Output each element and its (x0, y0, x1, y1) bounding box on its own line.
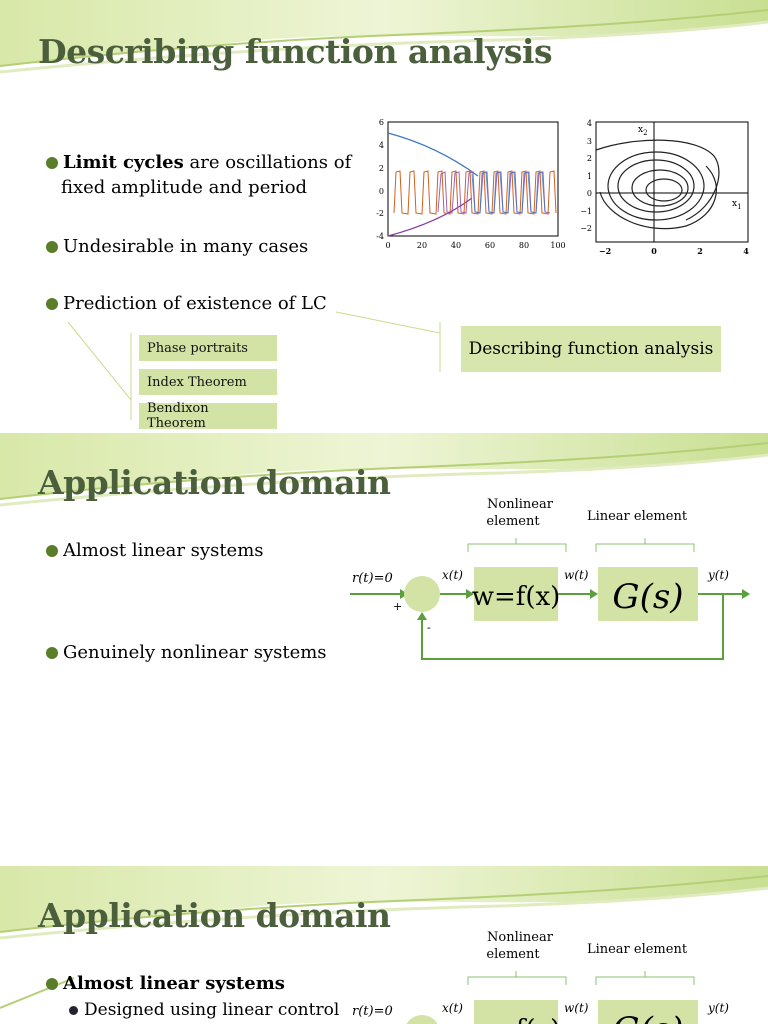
svg-text:-4: -4 (376, 232, 384, 241)
y-axis-label: x2 (638, 125, 648, 137)
bullet-almost-linear: Almost linear systems (46, 971, 285, 996)
linear-block (598, 567, 698, 621)
svg-text:x(t): x(t) (442, 568, 463, 582)
decorative-swoosh (0, 866, 768, 940)
svg-text:−1: −1 (580, 207, 592, 216)
method-phase-portraits: Phase portraits (139, 335, 277, 361)
svg-text:4: 4 (743, 246, 749, 256)
bullet-text-line2: fixed amplitude and period (61, 177, 308, 198)
x-tick-labels: 0 20 40 60 80 100 (385, 241, 565, 250)
phase-portrait-plot: 4 3 2 1 0 −1 −2 −2 0 2 4 x1 x2 (580, 119, 749, 256)
nonlinear-label-2: element (486, 514, 540, 529)
svg-text:G(s): G(s) (612, 577, 683, 617)
nonlinear-label: Nonlinear (487, 497, 554, 512)
svg-text:2: 2 (379, 164, 384, 173)
bullet-text: Almost linear systems (63, 540, 264, 561)
svg-text:80: 80 (519, 241, 529, 250)
bullet-undesirable: Undesirable in many cases (46, 234, 308, 259)
svg-text:100: 100 (550, 241, 565, 250)
svg-text:y(t): y(t) (707, 1001, 729, 1015)
bullet-text: Genuinely nonlinear systems (63, 642, 327, 663)
bullet-bold-text: Limit cycles (63, 152, 184, 173)
bullet-dot (46, 157, 58, 169)
x-tick-labels: −2 0 2 4 (599, 246, 749, 256)
svg-text:Linear element: Linear element (587, 942, 688, 957)
y-tick-labels: 6 4 2 0 -2 -4 (376, 118, 384, 241)
bullet-prediction: Prediction of existence of LC (46, 291, 327, 316)
slide-title: Describing function analysis (38, 32, 553, 71)
svg-text:20: 20 (417, 241, 427, 250)
bullet-text: are oscillations of (183, 152, 352, 173)
sub-bullet-text: Designed using linear control (84, 1000, 340, 1020)
bullet-text: Prediction of existence of LC (63, 293, 327, 314)
svg-text:w=f(x): w=f(x) (472, 1015, 561, 1024)
block-diagram: Nonlinear element Linear element r(t)=0 … (352, 930, 729, 1024)
slide-1: Describing function analysis Limit cycle… (0, 0, 768, 433)
describing-function-box: Describing function analysis (461, 326, 721, 372)
bullet-dot (46, 978, 58, 990)
svg-text:w(t): w(t) (564, 1001, 589, 1015)
time-response-plot: 6 4 2 0 -2 -4 0 20 40 60 80 100 (376, 118, 565, 250)
svg-text:w(t): w(t) (564, 568, 589, 582)
svg-text:−2: −2 (580, 224, 592, 233)
decorative-swoosh (0, 0, 768, 74)
svg-text:2: 2 (587, 154, 592, 163)
svg-text:0: 0 (385, 241, 390, 250)
svg-text:2: 2 (697, 246, 703, 256)
bullet-almost-linear: Almost linear systems (46, 538, 264, 563)
bullet-limit-cycles: Limit cycles are oscillations of fixed a… (46, 150, 351, 200)
svg-text:0: 0 (587, 189, 592, 198)
svg-text:1: 1 (587, 172, 592, 181)
svg-text:40: 40 (451, 241, 461, 250)
slide-title: Application domain (38, 896, 391, 935)
block-diagram: Nonlinear element Linear element r(t)=0 … (350, 497, 750, 660)
bullet-text: Almost linear systems (63, 973, 285, 994)
nonlinear-block (474, 567, 558, 621)
svg-text:−2: −2 (599, 246, 611, 256)
svg-text:w=f(x): w=f(x) (472, 582, 561, 612)
svg-text:+: + (393, 600, 402, 613)
svg-text:3: 3 (587, 137, 592, 146)
svg-text:Nonlinear: Nonlinear (487, 930, 554, 945)
method-bendixon-theorem: Bendixon Theorem (139, 401, 277, 431)
method-index-theorem: Index Theorem (139, 369, 277, 395)
bullet-text: Undesirable in many cases (63, 236, 309, 257)
y-tick-labels: 4 3 2 1 0 −1 −2 (580, 119, 592, 233)
decorative-swoosh (0, 433, 768, 507)
bullet-genuinely-nonlinear: Genuinely nonlinear systems (46, 640, 327, 665)
svg-text:4: 4 (379, 141, 384, 150)
bullet-dot (46, 298, 58, 310)
svg-text:-2: -2 (376, 209, 384, 218)
sub-bullet-dot (69, 1006, 78, 1015)
x-axis-label: x1 (732, 199, 742, 211)
input-label: r(t)=0 (352, 571, 393, 586)
bullet-dot (46, 241, 58, 253)
svg-text:60: 60 (485, 241, 495, 250)
svg-text:6: 6 (379, 118, 384, 127)
svg-text:0: 0 (651, 246, 657, 256)
svg-text:-: - (427, 621, 431, 634)
slide-title: Application domain (38, 463, 391, 502)
slide-2: Application domain Almost linear systems… (0, 433, 768, 866)
connector-lines (0, 977, 75, 1009)
svg-text:r(t)=0: r(t)=0 (352, 1004, 393, 1019)
svg-text:G(s): G(s) (612, 1010, 683, 1024)
summing-junction (404, 576, 440, 612)
svg-text:4: 4 (587, 119, 592, 128)
slide-3: Application domain Almost linear systems… (0, 866, 768, 1024)
svg-text:y(t): y(t) (707, 568, 729, 582)
bullet-dot (46, 647, 58, 659)
bullet-dot (46, 545, 58, 557)
svg-text:element: element (486, 947, 540, 962)
svg-text:x(t): x(t) (442, 1001, 463, 1015)
svg-text:0: 0 (379, 187, 384, 196)
limit-cycle-trajectories (595, 139, 720, 230)
linear-label: Linear element (587, 509, 688, 524)
sub-bullet-linear-control: Designed using linear control (69, 1000, 339, 1020)
connector-lines (67, 311, 441, 420)
